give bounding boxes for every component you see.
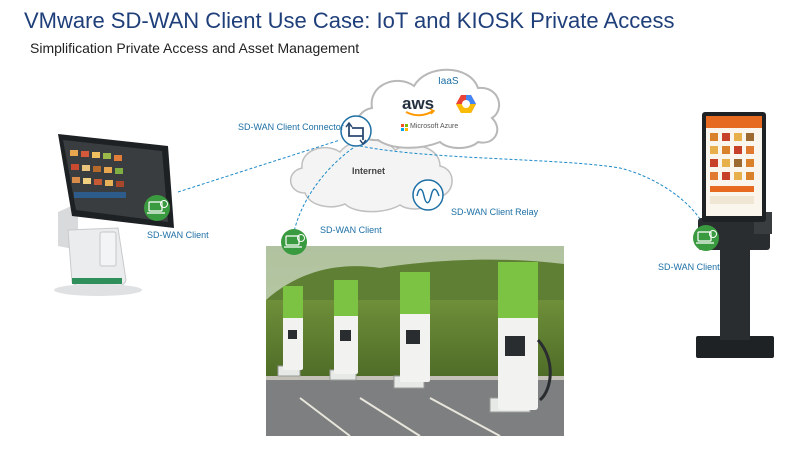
pos-client-badge <box>144 195 170 221</box>
kiosk-client-badge <box>693 225 719 251</box>
charger-3 <box>400 272 430 382</box>
connector-arrows-icon <box>348 124 364 140</box>
connector-node <box>340 115 372 147</box>
globe-icon <box>160 200 168 208</box>
iaas-label: IaaS <box>438 76 459 87</box>
ev-charger-photo <box>266 246 564 437</box>
charger-client-badge <box>281 229 307 255</box>
kiosk-client-label: SD-WAN Client <box>658 262 720 272</box>
charger-client-label: SD-WAN Client <box>320 225 382 235</box>
microsoft-logo <box>401 124 408 131</box>
connector-label: SD-WAN Client Connector <box>238 122 344 132</box>
relay-label: SD-WAN Client Relay <box>451 207 539 217</box>
azure-label: Microsoft Azure <box>410 123 459 130</box>
internet-label: Internet <box>352 166 386 176</box>
google-cloud-logo <box>456 95 476 113</box>
pos-client-label: SD-WAN Client <box>147 230 209 240</box>
page-subtitle: Simplification Private Access and Asset … <box>30 40 360 56</box>
kiosk-screen-menu <box>710 133 754 204</box>
dotted-links <box>177 139 706 233</box>
aws-label: aws <box>402 94 435 113</box>
globe-icon <box>709 230 717 238</box>
relay-node <box>412 179 444 211</box>
charger-2 <box>334 280 358 374</box>
aws-smile-icon <box>405 110 434 117</box>
pos-screen-menu <box>70 150 126 198</box>
iaas-cloud <box>355 68 501 149</box>
page-title: VMware SD-WAN Client Use Case: IoT and K… <box>24 8 675 33</box>
pos-terminal <box>54 134 174 296</box>
internet-cloud <box>290 139 453 213</box>
globe-icon <box>297 234 305 242</box>
charger-1 <box>283 286 303 370</box>
relay-wave-icon <box>416 188 440 204</box>
charger-4 <box>498 262 552 410</box>
